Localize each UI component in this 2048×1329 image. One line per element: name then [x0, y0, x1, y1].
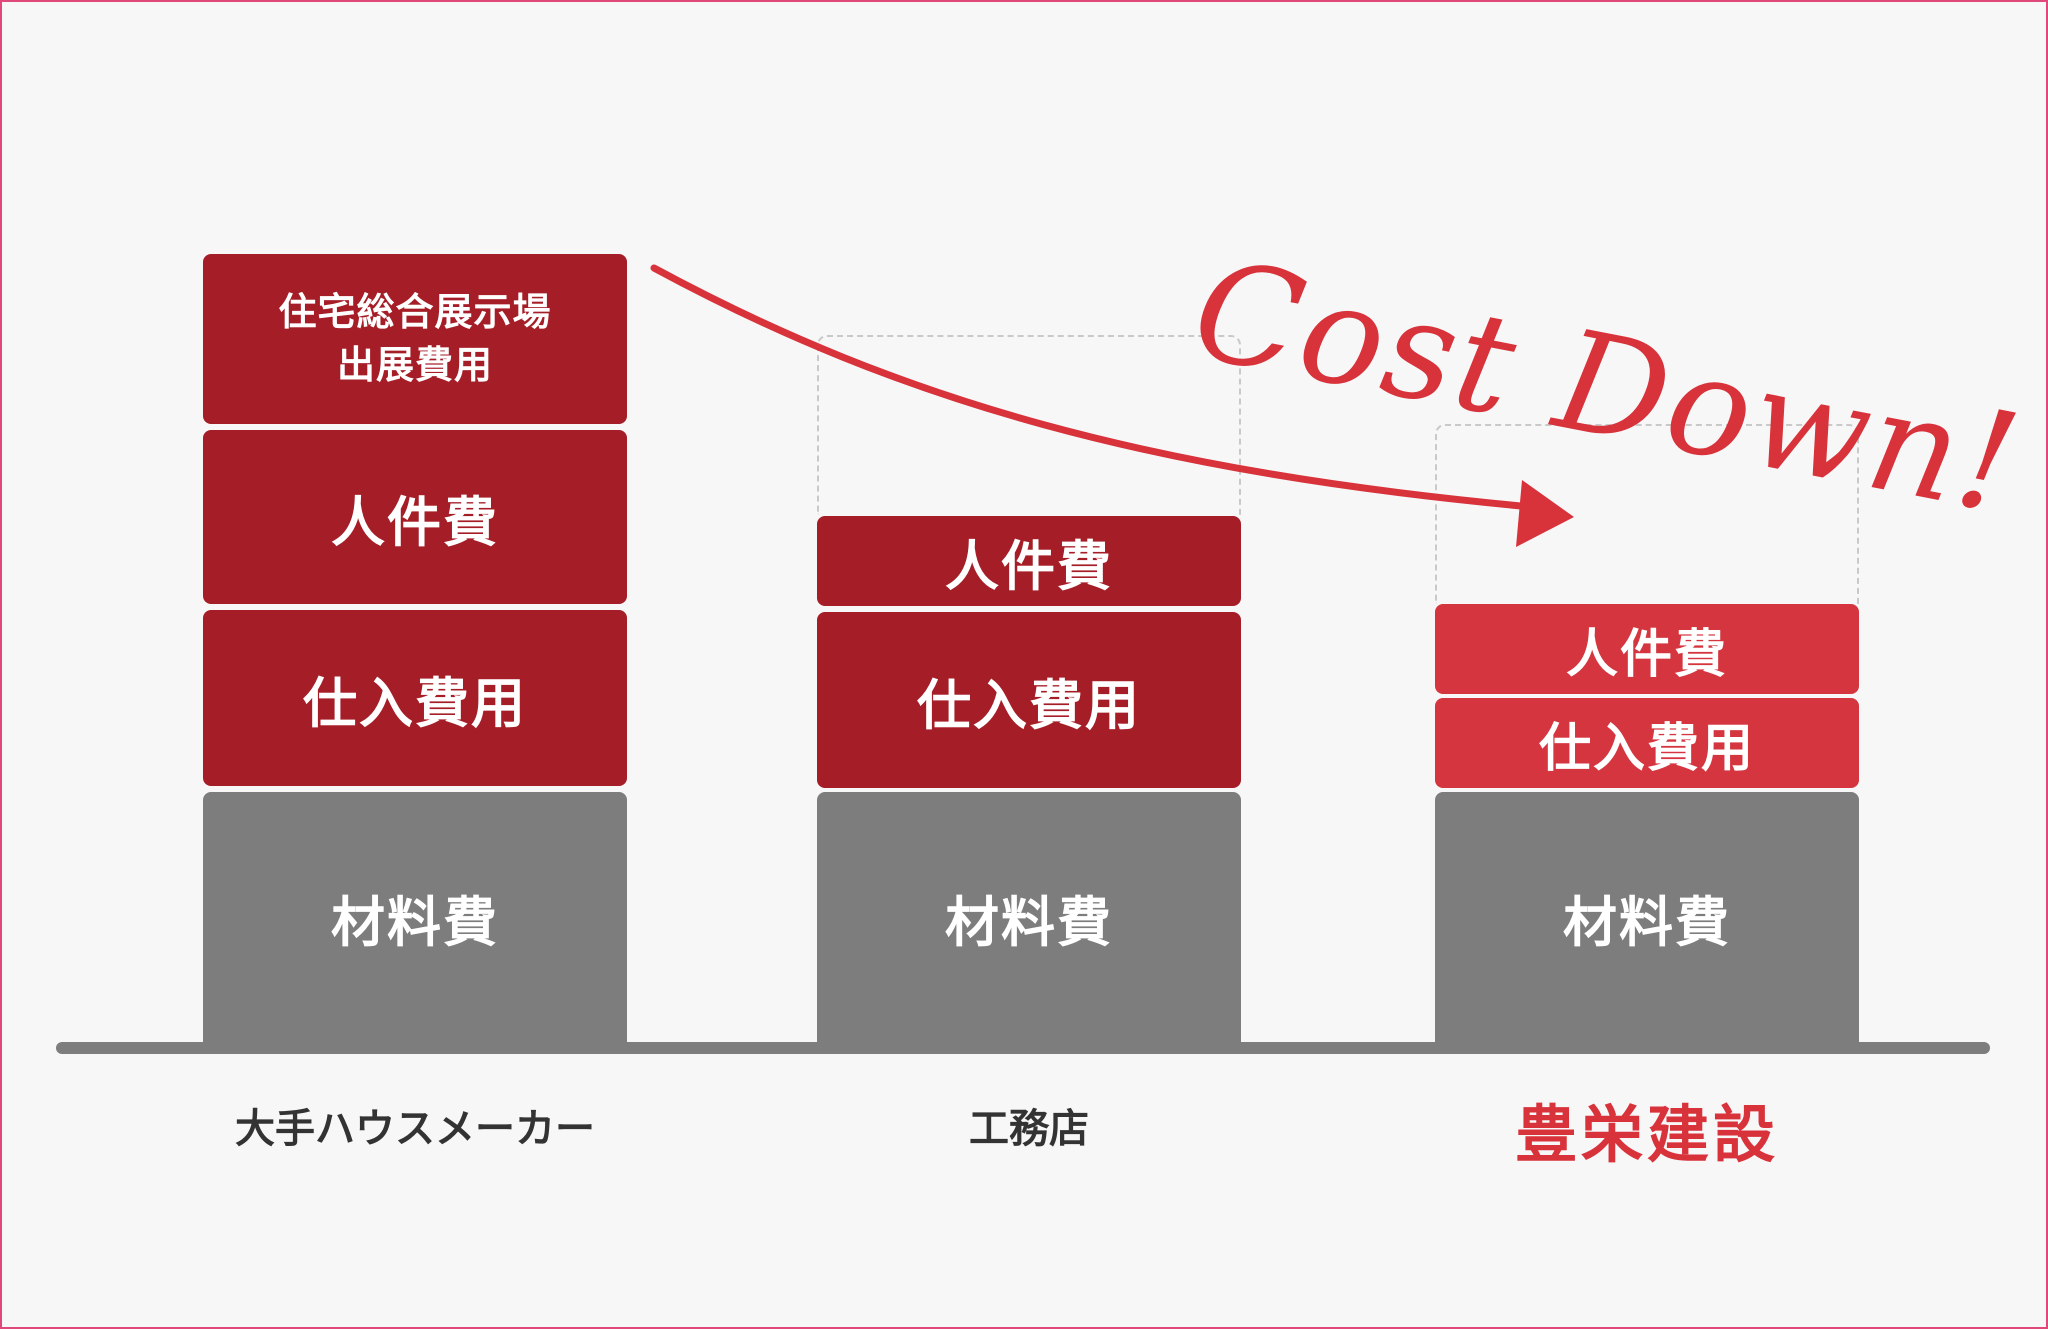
cost-block-label: 仕入費用: [303, 671, 527, 735]
column-major-housemaker: 住宅総合展示場 出展費用 人件費 仕入費用 材料費: [203, 254, 627, 1042]
cost-block-materials: 材料費: [203, 792, 627, 1042]
cost-block-label: 材料費: [945, 890, 1113, 954]
cost-block-purchasing: 仕入費用: [817, 612, 1241, 788]
arrow-head-icon: [1516, 480, 1574, 547]
removed-cost-outline-koumuten: [817, 335, 1241, 515]
arrow-curve: [650, 264, 1536, 511]
cost-block-label: 材料費: [331, 890, 499, 954]
cost-block-labor: 人件費: [203, 430, 627, 604]
cost-block-label: 人件費: [1565, 624, 1728, 685]
cost-block-labor: 人件費: [1435, 604, 1859, 694]
cost-block-labor: 人件費: [817, 516, 1241, 606]
cost-block-label: 仕入費用: [1538, 718, 1755, 779]
column-label-houei-kensetsu: 豊栄建設: [1514, 1098, 1779, 1171]
cost-block-materials: 材料費: [1435, 792, 1859, 1042]
cost-block-purchasing: 仕入費用: [1435, 698, 1859, 788]
cost-block-label: 人件費: [945, 534, 1113, 598]
cost-block-label: 出展費用: [336, 343, 493, 387]
column-houei-kensetsu: 人件費 仕入費用 材料費: [1435, 604, 1859, 1042]
column-label-major-housemaker: 大手ハウスメーカー: [235, 1106, 595, 1152]
cost-block-exhibition: 住宅総合展示場 出展費用: [203, 254, 627, 424]
cost-block-label: 材料費: [1563, 890, 1731, 954]
cost-block-label: 仕入費用: [917, 673, 1141, 737]
cost-block-materials: 材料費: [817, 792, 1241, 1042]
cost-block-label: 住宅総合展示場: [278, 289, 552, 334]
column-koumuten: 人件費 仕入費用 材料費: [817, 516, 1241, 1042]
baseline: [56, 1042, 1990, 1054]
cost-block-label: 人件費: [331, 490, 499, 554]
column-label-koumuten: 工務店: [969, 1106, 1089, 1152]
cost-block-purchasing: 仕入費用: [203, 610, 627, 786]
removed-cost-outline-houei: [1435, 424, 1859, 604]
